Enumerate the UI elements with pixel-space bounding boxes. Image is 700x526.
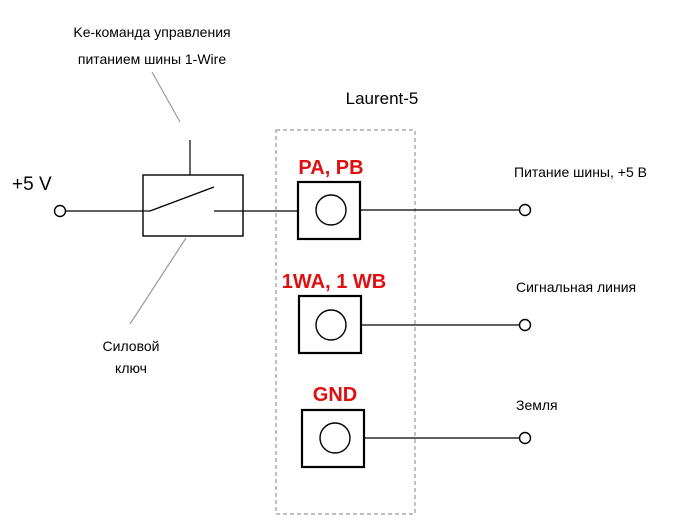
- power-switch-label-line2: ключ: [115, 360, 147, 376]
- output-label-bus-power: Питание шины, +5 В: [514, 164, 647, 180]
- terminal-1wa-socket: [315, 309, 347, 341]
- output-terminal-1wa: [518, 318, 532, 332]
- terminal-pa-pb-socket: [315, 194, 347, 226]
- power-switch-box: [142, 174, 244, 237]
- switch-blade: [149, 186, 215, 212]
- switch-leader: [129, 237, 187, 325]
- device-label: Laurent-5: [346, 89, 419, 108]
- output-terminal-pa-pb: [518, 203, 532, 217]
- control-command-label-line1: Ke-команда управления: [73, 24, 230, 40]
- terminal-1wa-label: 1WA, 1 WB: [282, 271, 386, 293]
- input-terminal: [53, 204, 67, 218]
- terminal-gnd-label: GND: [313, 384, 357, 406]
- terminal-pa-pb-label: PA, PB: [298, 157, 363, 179]
- input-voltage-label: +5 V: [12, 174, 52, 195]
- output-label-signal-line: Сигнальная линия: [516, 279, 636, 295]
- output-terminal-gnd: [518, 431, 532, 445]
- device-boundary: [275, 129, 416, 515]
- output-label-ground: Земля: [516, 397, 558, 413]
- power-switch-label-line1: Силовой: [103, 338, 160, 354]
- control-command-label-line2: питанием шины 1-Wire: [78, 51, 226, 67]
- terminal-gnd-socket: [319, 422, 351, 454]
- control-leader: [151, 71, 181, 123]
